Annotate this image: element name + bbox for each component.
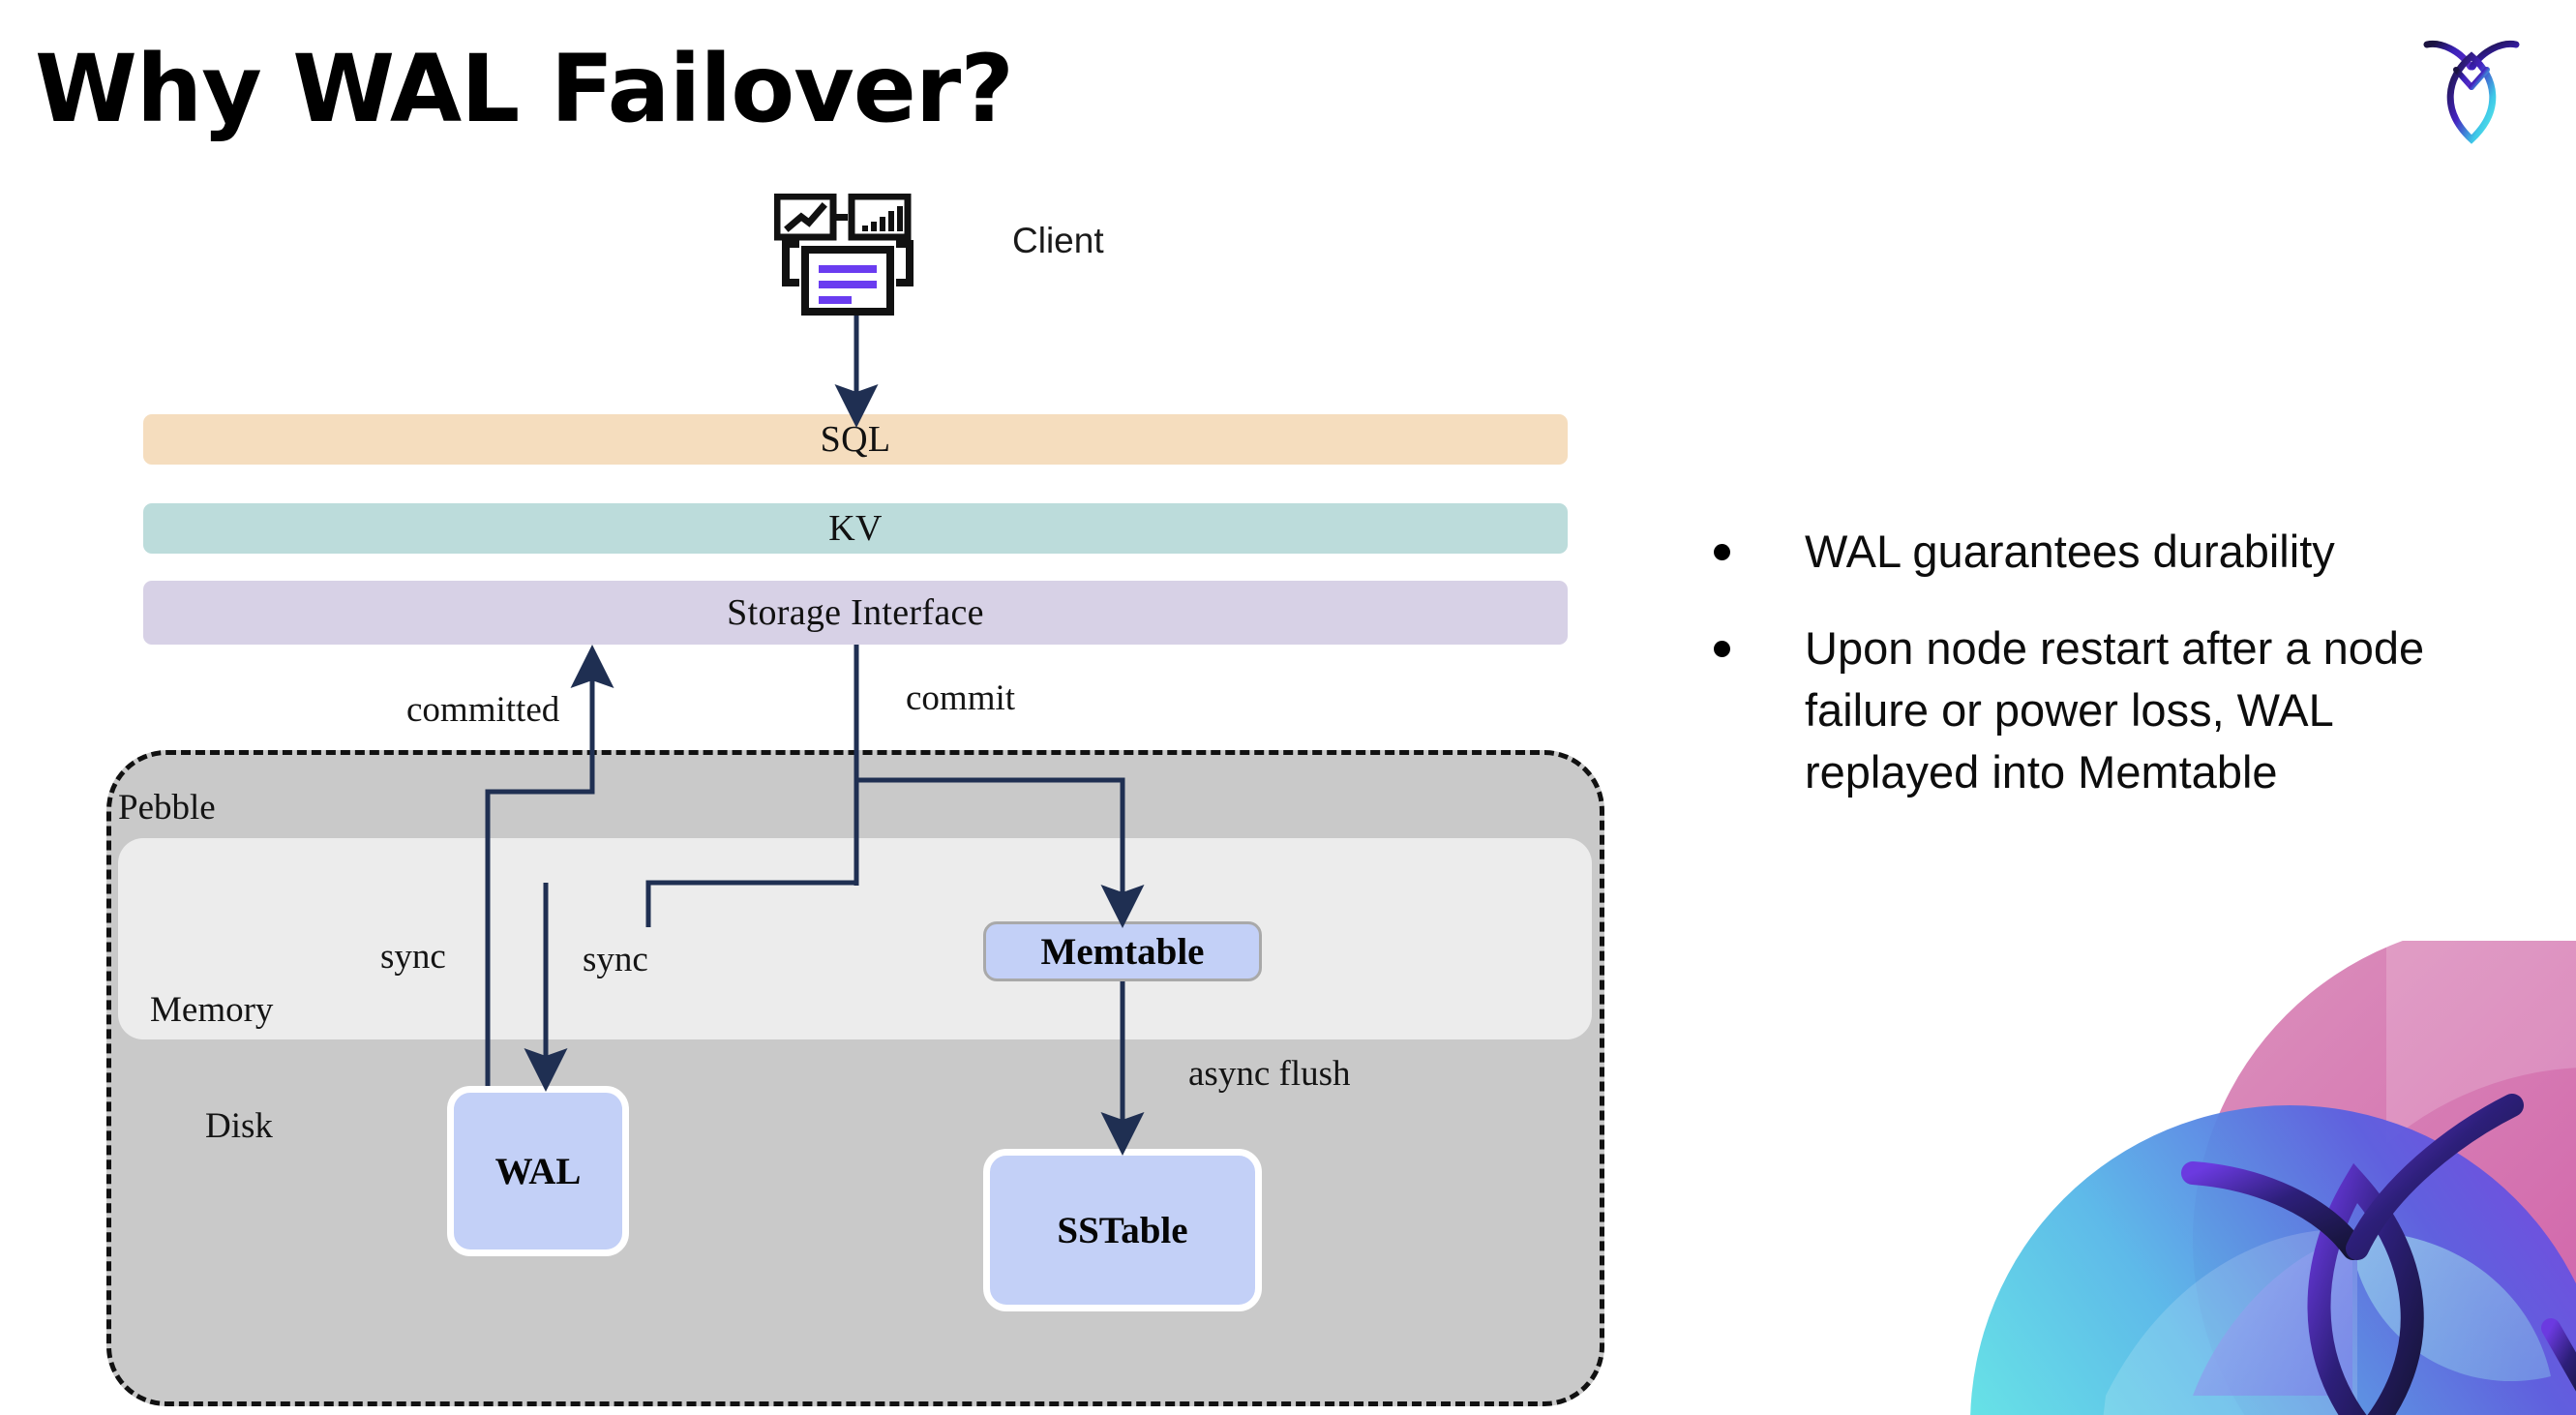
layer-kv: KV	[143, 503, 1568, 554]
layer-kv-label: KV	[828, 508, 883, 549]
bullet-dot-icon	[1714, 544, 1730, 560]
bullet-dot-icon	[1714, 641, 1730, 657]
edge-label-async-flush: async flush	[1188, 1054, 1351, 1094]
bullet-text: WAL guarantees durability	[1805, 526, 2335, 577]
cockroachdb-decorative-graphic	[1970, 941, 2576, 1415]
list-item: WAL guarantees durability	[1698, 521, 2511, 583]
pebble-label: Pebble	[118, 788, 216, 828]
layer-storage-interface-label: Storage Interface	[727, 592, 984, 633]
layer-sql: SQL	[143, 414, 1568, 465]
edge-label-commit: commit	[906, 678, 1016, 718]
page-title: Why WAL Failover?	[35, 35, 1014, 143]
node-wal-label: WAL	[494, 1150, 582, 1192]
client-dashboard-icon	[773, 193, 921, 316]
bullet-list: WAL guarantees durability Upon node rest…	[1698, 521, 2511, 838]
node-sstable: SSTable	[983, 1149, 1262, 1311]
node-memtable-label: Memtable	[1040, 930, 1205, 973]
node-memtable: Memtable	[983, 921, 1262, 981]
bullet-text: Upon node restart after a node failure o…	[1805, 622, 2425, 798]
edge-label-committed: committed	[406, 690, 560, 730]
node-wal: WAL	[447, 1086, 629, 1256]
cockroachdb-logo-icon	[2413, 31, 2530, 145]
edge-label-sync-left: sync	[380, 937, 446, 977]
edge-label-sync-right: sync	[583, 940, 648, 979]
memory-label: Memory	[150, 990, 274, 1030]
list-item: Upon node restart after a node failure o…	[1698, 617, 2511, 803]
layer-storage-interface: Storage Interface	[143, 581, 1568, 645]
client-label: Client	[1012, 221, 1104, 260]
node-sstable-label: SSTable	[1057, 1209, 1188, 1251]
layer-sql-label: SQL	[820, 419, 891, 460]
disk-label: Disk	[205, 1106, 273, 1146]
memory-region	[118, 838, 1592, 1039]
